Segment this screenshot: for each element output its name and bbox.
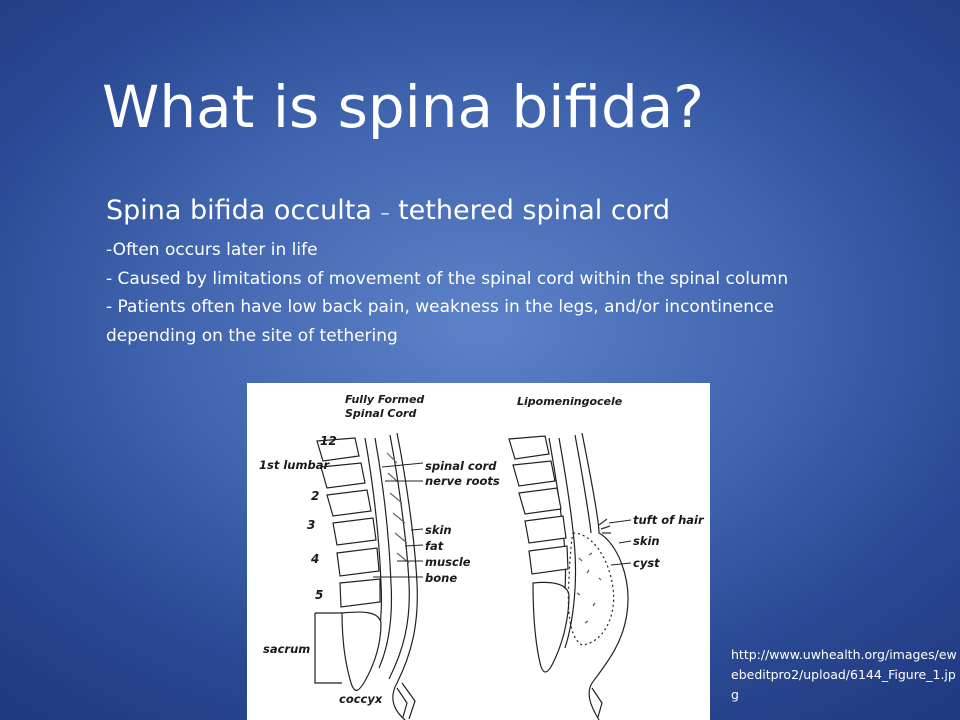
bullet-item: - Caused by limitations of movement of t… <box>106 268 789 289</box>
left-spine-drawing <box>314 432 418 720</box>
vertebra-label-1st-lumbar: 1st lumbar <box>259 458 330 472</box>
label-skin-right: skin <box>633 534 660 548</box>
fig-left-title-2: Spinal Cord <box>345 407 416 420</box>
vertebra-label-2: 2 <box>311 489 319 503</box>
spine-figure: Fully Formed Spinal Cord <box>247 383 710 720</box>
subtitle-rest: tethered spinal cord <box>389 195 670 226</box>
vertebra-label-12: 12 <box>320 434 337 448</box>
right-spine-drawing <box>508 432 629 720</box>
vertebra-label-sacrum: sacrum <box>263 642 310 656</box>
vertebra-label-coccyx: coccyx <box>339 692 383 706</box>
subtitle: Spina bifida occulta – tethered spinal c… <box>106 193 670 232</box>
vertebra-label-3: 3 <box>307 518 315 532</box>
left-leader-lines <box>373 462 424 578</box>
fig-right-title: Lipomeningocele <box>517 395 623 408</box>
label-spinal-cord: spinal cord <box>425 459 497 473</box>
label-tuft-of-hair: tuft of hair <box>633 513 705 527</box>
label-bone: bone <box>425 571 457 585</box>
label-fat: fat <box>425 539 444 553</box>
label-nerve-roots: nerve roots <box>425 474 500 488</box>
subtitle-dash: – <box>380 203 390 224</box>
vertebra-label-5: 5 <box>315 588 323 602</box>
subtitle-main: Spina bifida occulta <box>106 195 381 226</box>
bullet-item: - Patients often have low back pain, wea… <box>106 297 774 346</box>
source-link[interactable]: http://www.uwhealth.org/images/ewebeditp… <box>731 647 957 702</box>
label-muscle: muscle <box>425 555 471 569</box>
fig-left-title-1: Fully Formed <box>345 393 424 406</box>
slide-title: What is spina bifida? <box>102 73 705 141</box>
right-leader-lines <box>608 519 632 566</box>
label-cyst: cyst <box>633 556 660 570</box>
label-skin: skin <box>425 523 452 537</box>
bullet-item: -Often occurs later in life <box>106 240 318 260</box>
bullet-list: -Often occurs later in life - Caused by … <box>106 236 826 350</box>
vertebra-label-4: 4 <box>310 552 319 566</box>
